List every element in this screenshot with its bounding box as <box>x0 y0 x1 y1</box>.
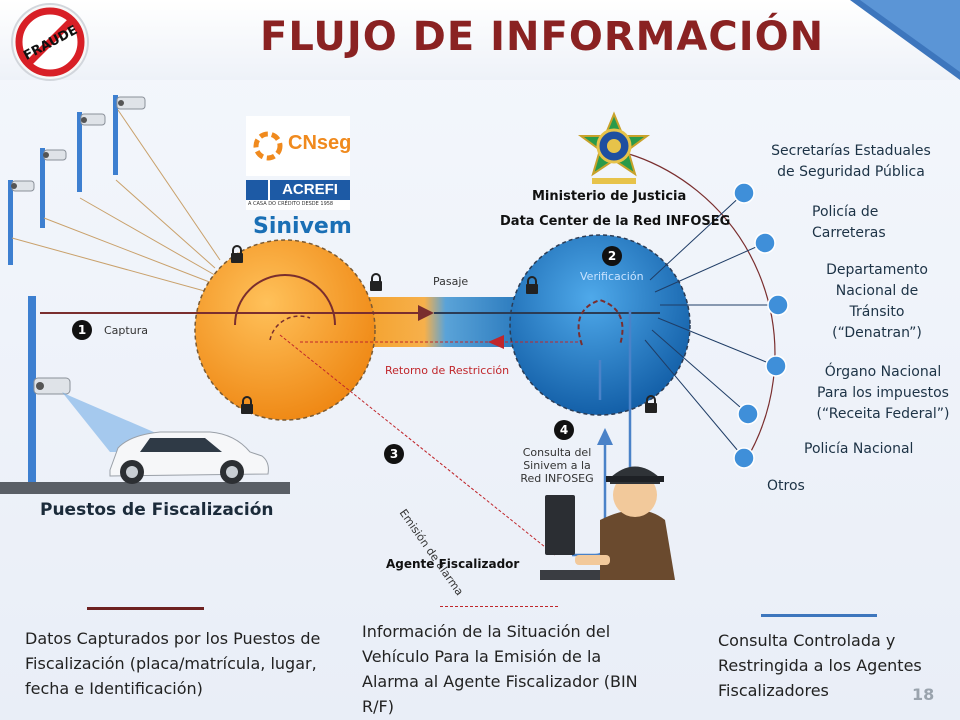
agency-receita-line1: Órgano Nacional <box>824 364 942 380</box>
road <box>0 482 290 494</box>
step-2-badge: 2 <box>602 246 622 266</box>
ministerio-label: Ministerio de Justicia <box>532 189 687 204</box>
datacenter-label: Data Center de la Red INFOSEG <box>500 214 731 229</box>
infoseg-hub <box>509 234 691 416</box>
agency-spokes <box>644 192 778 459</box>
agency-secretarias-line1: Secretarías Estaduales <box>771 143 931 159</box>
inner-route-top <box>234 274 336 326</box>
lock-icons <box>231 245 657 414</box>
camera-pole-3 <box>77 112 106 192</box>
agency-denatran-line4: (“Denatran”) <box>832 325 922 341</box>
consulta-arrowhead <box>597 428 613 445</box>
agency-denatran-line2: Nacional de <box>835 283 919 299</box>
sinivem-hub <box>194 239 376 421</box>
agency-secretarias: Secretarías Estaduales de Seguridad Públ… <box>756 141 946 183</box>
page-number: 18 <box>912 685 935 704</box>
agency-secretarias-line2: de Seguridad Pública <box>777 164 925 180</box>
puestos-label: Puestos de Fiscalización <box>40 500 274 520</box>
agency-policia-nacional-line1: Policía Nacional <box>804 441 914 457</box>
agent-illustration <box>540 466 675 580</box>
legend-text-right: Consulta Controlada y Restringida a los … <box>718 631 922 700</box>
step-3-badge: 3 <box>384 444 404 464</box>
camera-pole-1 <box>8 180 35 265</box>
agency-nodes <box>733 182 789 469</box>
alarm-path <box>279 334 556 556</box>
legend-text-left: Datos Capturados por los Puestos de Fisc… <box>25 629 321 698</box>
cnseg-logo-icon <box>253 131 283 161</box>
agency-otros-line1: Otros <box>767 478 805 494</box>
agency-policia-nacional: Policía Nacional <box>804 439 913 460</box>
step-2-label: Verificación <box>580 270 644 283</box>
agency-receita-line3: (“Receita Federal”) <box>816 406 950 422</box>
monitor-icon <box>545 495 575 555</box>
step-1-label: Captura <box>104 324 148 337</box>
pasaje-arrow <box>418 305 434 321</box>
legend-bar-left <box>87 607 204 610</box>
flow-diagram <box>0 95 789 580</box>
agente-label: Agente Fiscalizador <box>386 557 520 571</box>
agency-arc <box>614 149 776 463</box>
acrefi-logo: ACREFI A CASA DO CRÉDITO DESDE 1958 <box>246 180 350 210</box>
corner-decoration <box>850 0 960 80</box>
page-title: FLUJO DE INFORMACIÓN <box>260 14 825 60</box>
step-4-label-line2: Sinivem a la <box>523 459 591 472</box>
legend-bar-right <box>761 614 877 617</box>
agency-receita-line2: Para los impuestos <box>817 385 949 401</box>
step-4-badge: 4 <box>554 420 574 440</box>
agency-policia-carreteras-line2: Carreteras <box>812 225 886 241</box>
car-icon <box>109 431 269 484</box>
camera-pole-4 <box>113 95 146 175</box>
camera-pole-2 <box>40 148 67 228</box>
retorno-arrow <box>488 335 504 349</box>
acrefi-tagline: A CASA DO CRÉDITO DESDE 1958 <box>248 201 334 207</box>
retorno-label: Retorno de Restricción <box>385 364 510 377</box>
legend-text-center: Información de la Situación del Vehículo… <box>362 622 638 716</box>
agency-receita: Órgano Nacional Para los impuestos (“Rec… <box>808 362 958 425</box>
step-4-label-line3: Red INFOSEG <box>520 472 594 485</box>
cnseg-logo: CNseg <box>246 116 352 176</box>
fraud-seal: FRAUDE <box>0 0 100 90</box>
agency-policia-carreteras: Policía de Carreteras <box>812 202 912 244</box>
acrefi-text: ACREFI <box>270 180 350 200</box>
camera-links <box>11 109 231 299</box>
agency-otros: Otros <box>767 476 805 497</box>
verification-loop <box>577 298 624 346</box>
agency-denatran-line3: Tránsito <box>849 304 905 320</box>
step-4-label-line1: Consulta del <box>522 446 592 459</box>
step-1-badge: 1 <box>72 320 92 340</box>
coat-of-arms-icon <box>577 111 651 184</box>
cnseg-text: CNseg <box>288 132 352 154</box>
acrefi-mark-icon <box>246 180 268 200</box>
agency-denatran: Departamento Nacional de Tránsito (“Dena… <box>806 260 948 344</box>
legend-bar-center <box>440 606 558 607</box>
sinivem-label: Sinivem <box>253 214 352 239</box>
title-bar <box>0 0 960 80</box>
pasaje-label: Pasaje <box>433 275 469 288</box>
agency-denatran-line1: Departamento <box>826 262 928 278</box>
fraud-seal-icon: FRAUDE <box>11 3 89 81</box>
agency-policia-carreteras-line1: Policía de <box>812 204 879 220</box>
